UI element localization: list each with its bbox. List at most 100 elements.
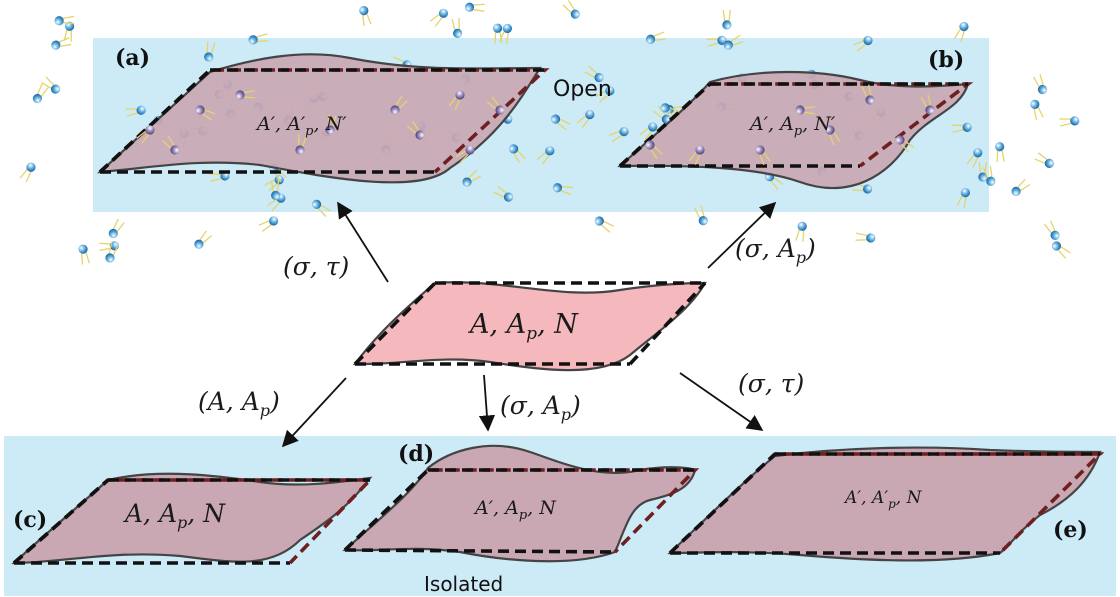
lipid-molecule — [576, 110, 595, 129]
lipid-molecule — [51, 37, 72, 50]
panel-label-b: (b) — [928, 47, 964, 73]
lipid-molecule — [464, 2, 485, 12]
lipid-molecule — [920, 94, 935, 115]
lipid-molecule — [492, 23, 503, 44]
lipid-molecule — [108, 218, 125, 239]
lipid-molecule — [63, 21, 75, 42]
arrow-to-c — [281, 377, 347, 448]
lipid-molecule — [966, 148, 983, 168]
membrane-c-label: A, Ap, N — [123, 499, 226, 532]
lipid-molecule — [325, 114, 337, 135]
lipid-molecule — [639, 122, 658, 141]
lipid-molecule — [455, 145, 475, 163]
lipid-molecule — [536, 146, 555, 165]
arrow-to-a — [337, 201, 389, 283]
lipid-molecule — [755, 145, 771, 166]
arrow-label-to-d: (σ, Ap) — [500, 391, 581, 424]
membrane-e-label: A′, A′p, N — [843, 488, 923, 511]
lipid-molecule — [195, 105, 216, 121]
lipid-molecule — [995, 142, 1005, 162]
lipid-molecule — [429, 8, 449, 27]
lipid-molecule — [723, 34, 744, 50]
arrow-label-to-a: (σ, τ) — [283, 252, 349, 281]
lipid-molecule — [645, 31, 667, 44]
arrow-label-to-b: (σ, Ap) — [735, 234, 816, 267]
lipid-molecule — [956, 188, 970, 209]
lipid-molecule — [19, 162, 36, 183]
lipid-molecule — [895, 135, 914, 153]
lipid-molecule — [853, 35, 873, 52]
lipid-molecule — [645, 140, 663, 160]
lipid-molecule — [861, 84, 875, 105]
lipid-molecule — [125, 105, 146, 117]
lipid-molecule — [1032, 74, 1048, 95]
membrane-b-label: A′, Ap, N′ — [748, 113, 836, 139]
lipid-molecule — [406, 121, 425, 140]
lipid-molecule — [722, 9, 732, 30]
lipid-molecule — [493, 185, 514, 202]
lipid-molecule — [194, 230, 213, 249]
lipid-molecule — [595, 86, 615, 103]
lipid-molecule — [486, 96, 505, 115]
lipid-molecule — [1030, 99, 1044, 120]
lipid-molecule — [706, 35, 727, 47]
membrane-c — [11, 472, 375, 565]
arrow-to-d — [478, 374, 496, 432]
lipid-molecule — [1034, 152, 1054, 168]
lipid-molecule — [688, 145, 705, 165]
membrane-d-label: A′, Ap, N — [473, 497, 557, 523]
arrow-label-to-e: (σ, τ) — [738, 369, 804, 398]
lipid-molecule — [953, 21, 969, 42]
lipid-molecule — [235, 90, 256, 100]
lipid-molecule — [855, 232, 876, 243]
lipid-molecule — [608, 127, 629, 143]
lipid-molecule — [162, 135, 180, 155]
lipid-molecule — [204, 41, 216, 62]
membrane-d — [342, 444, 700, 563]
lipid-molecule — [978, 162, 988, 182]
arrow-label-to-c: (A, Ap) — [198, 387, 280, 420]
lipid-molecule — [825, 125, 841, 146]
lipid-molecule — [448, 90, 465, 110]
lipid-molecule — [78, 244, 90, 265]
lipid-molecule — [1051, 241, 1071, 259]
panel-label-a: (a) — [115, 45, 150, 71]
lipid-molecule — [41, 76, 61, 94]
membrane-center — [352, 281, 707, 372]
lipid-molecule — [550, 114, 571, 131]
open-label: Open — [553, 77, 612, 102]
lipid-molecule — [693, 205, 708, 226]
lipid-molecule — [1043, 220, 1060, 240]
lipid-molecule — [390, 95, 408, 115]
arrow-to-b — [707, 201, 777, 269]
lipid-molecule — [562, 0, 580, 19]
isolated-label: Isolated — [424, 572, 503, 596]
lipid-molecule — [795, 105, 816, 115]
lipid-molecule — [451, 17, 463, 38]
membrane-a — [96, 53, 550, 184]
lipid-molecule — [1059, 116, 1080, 127]
lipid-molecule — [295, 134, 307, 155]
lipid-molecule — [795, 221, 807, 242]
lipid-molecule — [105, 242, 119, 263]
lipid-molecule — [54, 15, 75, 26]
lipid-molecule — [462, 169, 482, 187]
lipid-molecule — [136, 125, 155, 144]
arrow-to-e — [679, 372, 764, 431]
membrane-a-label: A′, A′p, N′ — [255, 113, 347, 139]
lipid-molecule — [270, 180, 281, 201]
panel-label-c: (c) — [13, 507, 47, 533]
lipid-molecule — [951, 122, 972, 133]
lipid-molecule — [552, 183, 573, 196]
lipid-molecule — [359, 6, 372, 27]
lipid-molecule — [508, 144, 526, 164]
lipid-molecule — [584, 65, 604, 83]
membrane-b — [617, 70, 974, 190]
lipid-molecule — [594, 216, 615, 233]
lipid-molecule — [258, 216, 279, 232]
lipid-molecule — [311, 199, 331, 217]
lipid-molecules-inner — [136, 84, 935, 166]
panel-label-d: (d) — [398, 441, 434, 467]
